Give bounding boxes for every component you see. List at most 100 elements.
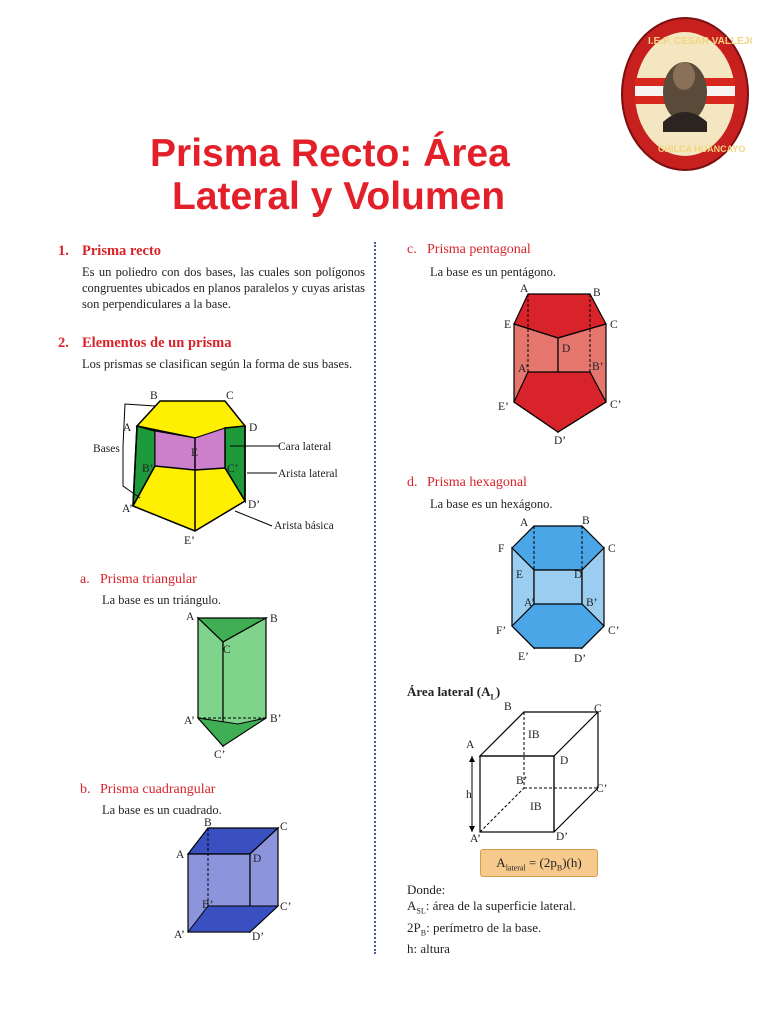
page-title: Prisma Recto: Área Lateral y Volumen	[150, 132, 620, 218]
vertex-label: D’	[574, 653, 586, 665]
section-1-heading: 1.Prisma recto	[58, 243, 161, 260]
def-symbol: A	[407, 898, 417, 913]
vertex-label: E’	[184, 535, 195, 546]
vertex-label: E	[516, 569, 523, 581]
vertex-label: B	[270, 613, 278, 625]
back-face	[154, 430, 196, 471]
def-text: : perímetro de la base.	[426, 919, 542, 935]
vertex-label: D	[560, 755, 568, 767]
vertex-label: C’	[610, 399, 622, 411]
definition-line: 2PB: perímetro de la base.	[407, 920, 576, 942]
vertex-label: C	[608, 543, 616, 555]
vertex-label: A	[176, 849, 185, 861]
title-line-2: Lateral y Volumen	[172, 175, 506, 218]
title-line-1: Prisma Recto: Área	[150, 132, 510, 175]
subsection-letter: c.	[407, 242, 417, 257]
vertex-label: A’	[524, 597, 535, 609]
pentagonal-prism-figure: A B C E D A’ B’ C’ E’ D’	[498, 283, 622, 447]
vertex-label: C	[610, 319, 618, 331]
subsection-a-heading: a. Prisma triangular	[80, 572, 197, 588]
vertex-label: E	[191, 447, 198, 459]
vertex-label: C	[226, 390, 234, 402]
vertex-label: B	[582, 515, 590, 527]
vertex-label: B	[593, 287, 601, 299]
vertex-label: A’	[122, 503, 133, 515]
vertex-label: B’	[142, 463, 154, 475]
vertex-label: D	[249, 422, 257, 434]
vertex-label: C’	[596, 783, 608, 795]
label-cara-lateral: Cara lateral	[278, 441, 331, 453]
formula-sub: B	[556, 863, 563, 873]
subsection-title: Prisma triangular	[100, 572, 197, 587]
donde-label: Donde:	[407, 882, 446, 897]
square-prism-figure: B C A D B’ C’ A’ D’	[174, 817, 292, 943]
vertex-label: B	[150, 390, 158, 402]
height-label: h	[466, 789, 472, 801]
vertex-label: C’	[608, 625, 620, 637]
vertex-label: C	[223, 644, 231, 656]
vertex-label: D’	[252, 931, 264, 943]
subsection-title: Prisma cuadrangular	[100, 782, 216, 797]
vertex-label: A	[186, 611, 195, 623]
vertex-label: D	[253, 853, 261, 865]
vertex-label: B	[204, 817, 212, 829]
subsection-letter: d.	[407, 475, 418, 490]
vertex-label: B’	[516, 775, 528, 787]
subsection-c-heading: c. Prisma pentagonal	[407, 242, 531, 258]
lateral-area-formula: Alateral = (2pB)(h)	[480, 849, 598, 877]
label-arista-basica: Arista básica	[274, 520, 334, 532]
vertex-label: A’	[518, 363, 529, 375]
def-symbol: 2P	[407, 919, 421, 935]
subsection-title: Prisma hexagonal	[427, 475, 527, 490]
area-lateral-heading: Área lateral (AL)	[407, 684, 500, 702]
prism-elements-figure: B C A D E B’ C’ A’ D’ E’ Bases Cara late…	[93, 390, 338, 546]
vertex-label: B’	[202, 899, 214, 911]
vertex-label: A’	[470, 833, 481, 845]
section-title: Elementos de un prisma	[82, 335, 232, 351]
vertex-label: A’	[184, 715, 195, 727]
section-number: 2.	[58, 335, 69, 351]
section-title: Prisma recto	[82, 243, 162, 259]
label-arista-lateral: Arista lateral	[278, 468, 338, 480]
hexagonal-prism-figure: A B C F E D A’ B’ C’ F’ E’ D’	[496, 515, 620, 665]
def-sub: B	[420, 928, 427, 938]
face-label: IB	[528, 729, 540, 741]
formula-sub: lateral	[505, 863, 526, 873]
heading-end: )	[495, 684, 501, 699]
face-label: IB	[530, 801, 542, 813]
label-bases: Bases	[93, 443, 120, 455]
vertex-label: A	[466, 739, 475, 751]
definitions: Donde: ASL: área de la superficie latera…	[407, 882, 576, 957]
vertex-label: A	[520, 517, 529, 529]
vertex-label: D’	[248, 499, 260, 511]
vertex-label: A’	[174, 929, 185, 941]
vertex-label: E’	[518, 651, 529, 663]
def-text: : área de la superficie lateral.	[425, 898, 576, 913]
subsection-b-heading: b. Prisma cuadrangular	[80, 782, 215, 798]
school-logo: I.E.P. CESAR VALLEJO CHILCA HUANCAYO	[621, 17, 752, 171]
vertex-label: B’	[586, 597, 598, 609]
subsection-letter: a.	[80, 572, 90, 587]
heading-text: Área lateral (A	[407, 684, 491, 699]
section-2-heading: 2. Elementos de un prisma	[58, 335, 231, 352]
vertex-label: E	[504, 319, 511, 331]
vertex-label: B’	[270, 713, 282, 725]
formula-part: A	[496, 855, 506, 870]
subsection-title: Prisma pentagonal	[427, 242, 531, 257]
section-2-text: Los prismas se clasifican según la forma…	[82, 357, 353, 371]
subsection-d-heading: d. Prisma hexagonal	[407, 475, 527, 491]
vertex-label: D	[574, 569, 582, 581]
subsection-letter: b.	[80, 782, 91, 797]
vertex-label: B’	[592, 361, 604, 373]
triangular-prism-figure: A B C A’ B’ C’	[184, 611, 282, 761]
vertex-label: D’	[556, 831, 568, 843]
heading-sub: L	[490, 692, 496, 702]
vertex-label: E’	[498, 401, 509, 413]
vertex-label: C’	[280, 901, 292, 913]
vertex-label: D	[562, 343, 570, 355]
vertex-label: C	[280, 821, 288, 833]
vertex-label: D’	[554, 435, 566, 447]
vertex-label: A	[123, 422, 132, 434]
vertex-label: C’	[214, 749, 226, 761]
subsection-d-text: La base es un hexágono.	[430, 497, 553, 511]
